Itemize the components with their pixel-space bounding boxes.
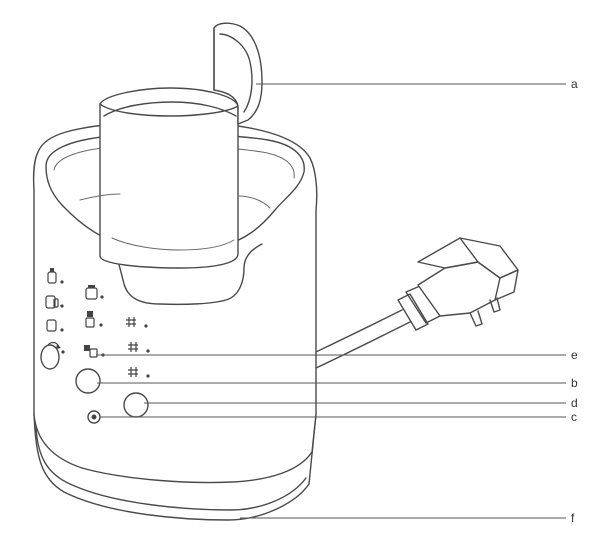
middle-icon-column: [84, 285, 105, 358]
bag-icon: [85, 311, 103, 328]
button-b: [75, 368, 101, 394]
bottle-holder-insert: [79, 22, 271, 269]
leader-lines: [96, 83, 566, 519]
bottle-medium-icon: [45, 295, 64, 309]
buttons: [40, 344, 149, 424]
bottle-small-icon: [46, 319, 64, 332]
level-3-icon: [128, 367, 150, 378]
level-2-icon: [128, 342, 150, 353]
button-d: [123, 392, 149, 418]
jar-icon: [85, 285, 104, 300]
bottle-temp-icon: [47, 268, 64, 284]
callout-e: e: [571, 348, 578, 362]
right-icon-column: [126, 317, 150, 378]
callout-f: f: [571, 511, 575, 525]
power-cord: [315, 285, 441, 369]
callout-d: d: [571, 396, 578, 410]
level-1-icon: [126, 317, 148, 328]
callout-c: c: [571, 410, 577, 424]
left-icon-column: [45, 268, 65, 354]
callout-labels: a e b d c f: [571, 77, 578, 525]
button-e: [40, 344, 60, 370]
callout-b: b: [571, 376, 578, 390]
plug: [417, 237, 519, 327]
callout-a: a: [571, 77, 578, 91]
